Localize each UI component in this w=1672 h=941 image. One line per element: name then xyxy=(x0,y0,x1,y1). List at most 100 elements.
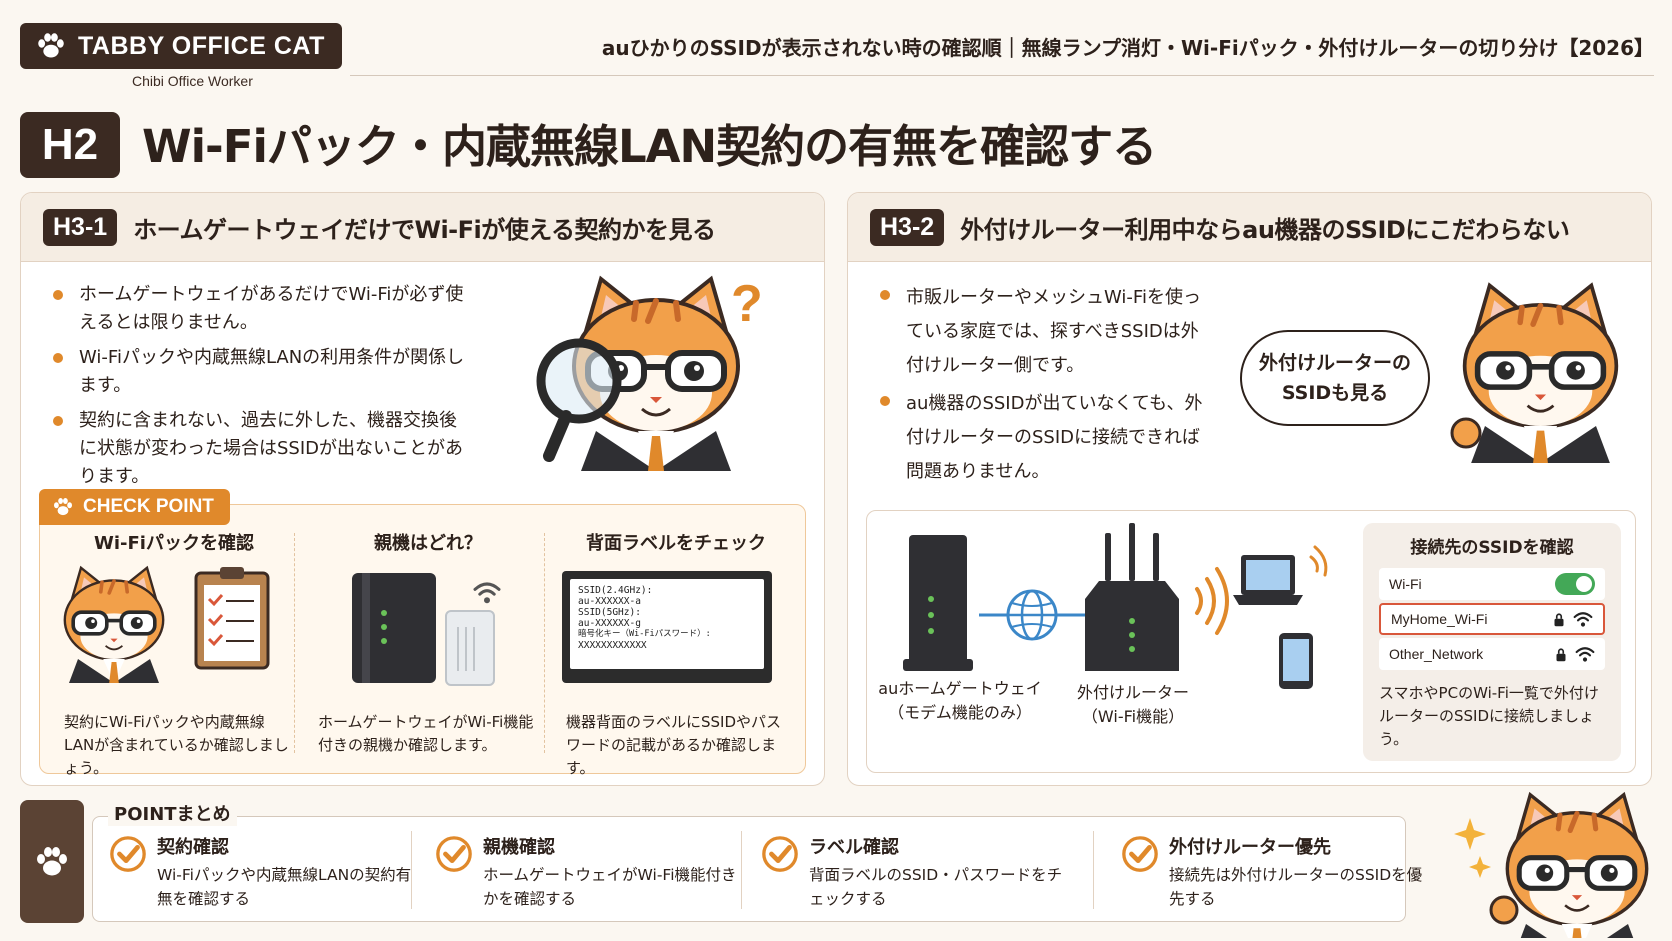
summary-item-text: 接続先は外付けルーターのSSIDを優先する xyxy=(1169,866,1423,908)
ssid-item[interactable]: Other_Network xyxy=(1379,638,1605,670)
check-circle-icon xyxy=(435,835,473,873)
cat-clipboard-illustration xyxy=(63,565,270,683)
question-icon: ? xyxy=(731,275,761,333)
h3-2-bullet-list: 市販ルーターやメッシュWi-Fiを使っている家庭では、探すべきSSIDは外付けル… xyxy=(878,281,1208,493)
h3-2-title: 外付けルーター利用中ならau機器のSSIDにこだわらない xyxy=(960,215,1570,244)
check-circle-icon xyxy=(1121,835,1159,873)
summary-item-text: 背面ラベルのSSID・パスワードをチェックする xyxy=(809,866,1063,908)
label-line: XXXXXXXXXXXX xyxy=(578,640,647,651)
check-point-tag: CHECK POINT xyxy=(39,489,230,525)
summary-paw-badge xyxy=(20,800,84,923)
gateway-caption-line: auホームゲートウェイ xyxy=(878,679,1042,698)
label-line: au-XXXXXX-a xyxy=(578,596,641,607)
divider xyxy=(544,533,545,753)
ssid-check-panel: 接続先のSSIDを確認 Wi-Fi MyHome_Wi-Fi Other_Net… xyxy=(1363,523,1621,761)
smartphone-icon xyxy=(1279,633,1313,689)
wifi-waves-icon xyxy=(1195,567,1229,635)
divider xyxy=(411,831,412,909)
summary-item-title: 親機確認 xyxy=(483,837,555,858)
check-col-text: ホームゲートウェイがWi-Fi機能付きの親機か確認します。 xyxy=(318,713,534,754)
ssid-name: MyHome_Wi-Fi xyxy=(1391,611,1488,627)
laptop-icon xyxy=(1233,555,1303,605)
h3-1-badge: H3-1 xyxy=(43,208,118,246)
wifi-toggle-switch[interactable] xyxy=(1555,573,1595,595)
wifi-signal-icon xyxy=(475,584,499,603)
bubble-line: 外付けルーターの xyxy=(1258,352,1411,374)
check-col-back-label: 背面ラベルをチェック SSID(2.4GHz): au-XXXXXX-a SSI… xyxy=(556,529,796,777)
summary-item-parent: 親機確認 ホームゲートウェイがWi-Fi機能付きかを確認する xyxy=(435,833,745,913)
list-item: 市販ルーターやメッシュWi-Fiを使っている家庭では、探すべきSSIDは外付けル… xyxy=(878,281,1208,383)
panel-h3-2: H3-2 外付けルーター利用中ならau機器のSSIDにこだわらない 市販ルーター… xyxy=(847,192,1652,786)
router-device xyxy=(1085,523,1179,671)
wifi-signal-icon xyxy=(1575,646,1595,663)
device-back-label: SSID(2.4GHz): au-XXXXXX-a SSID(5GHz): au… xyxy=(562,571,772,683)
check-col-text: 契約にWi-Fiパックや内蔵無線LANが含まれているか確認しましょう。 xyxy=(64,713,289,777)
summary-item-title: ラベル確認 xyxy=(809,837,899,858)
brand-subtitle: Chibi Office Worker xyxy=(132,73,253,89)
gateway-caption: auホームゲートウェイ （モデム機能のみ） xyxy=(875,677,1045,725)
divider xyxy=(1093,831,1094,909)
ssid-name: Other_Network xyxy=(1389,646,1484,662)
ssid-panel-title: 接続先のSSIDを確認 xyxy=(1410,538,1574,558)
bubble-line: SSIDも見る xyxy=(1281,382,1389,404)
check-col-wifi-pack: Wi-Fiパックを確認 契約にWi-Fiパックや内蔵無線LANが含まれているか確… xyxy=(54,529,294,777)
sparkle-icon xyxy=(1454,818,1491,878)
panel-h3-1: H3-1 ホームゲートウェイだけでWi-Fiが使える契約かを見る ホームゲートウ… xyxy=(20,192,825,786)
summary-item-router: 外付けルーター優先 接続先は外付けルーターのSSIDを優先する xyxy=(1121,833,1431,913)
h3-2-badge: H3-2 xyxy=(870,208,945,246)
panel-h3-2-header: H3-2 外付けルーター利用中ならau機器のSSIDにこだわらない xyxy=(848,193,1651,262)
label-line: SSID(5GHz): xyxy=(578,607,641,618)
wifi-toggle-label: Wi-Fi xyxy=(1389,576,1422,592)
summary-label: POINTまとめ xyxy=(108,800,237,826)
check-circle-icon xyxy=(761,835,799,873)
check-col-parent-device: 親機はどれ？ ホームゲートウェイがWi-Fi機能付きの親機か確認します。 xyxy=(308,529,548,759)
check-col-title: 背面ラベルをチェック xyxy=(586,533,766,554)
cat-thumbsup-illustration xyxy=(1450,273,1638,473)
summary-item-label: ラベル確認 背面ラベルのSSID・パスワードをチェックする xyxy=(761,833,1071,913)
paw-icon xyxy=(51,495,75,519)
wifi-toggle-row[interactable]: Wi-Fi xyxy=(1379,568,1605,600)
list-item: 契約に含まれない、過去に外した、機器交換後に状態が変わった場合はSSIDが出ない… xyxy=(51,407,471,491)
globe-icon xyxy=(1006,589,1058,641)
router-caption-line: （Wi-Fi機能） xyxy=(1081,707,1185,726)
list-item: ホームゲートウェイがあるだけでWi-Fiが必ず使えるとは限りません。 xyxy=(51,281,471,337)
header-divider xyxy=(350,75,1654,76)
check-point-label: CHECK POINT xyxy=(83,496,214,517)
check-point-box: Wi-Fiパックを確認 契約にWi-Fiパックや内蔵無線LANが含まれているか確… xyxy=(39,504,806,777)
label-line: SSID(2.4GHz): xyxy=(578,585,653,596)
ssid-item-selected[interactable]: MyHome_Wi-Fi xyxy=(1379,603,1605,635)
summary-item-contract: 契約確認 Wi-Fiパックや内蔵無線LANの契約有無を確認する xyxy=(109,833,419,913)
h3-1-title: ホームゲートウェイだけでWi-Fiが使える契約かを見る xyxy=(133,215,716,244)
page-title: auひかりのSSIDが表示されない時の確認順｜無線ランプ消灯・Wi-Fiパック・… xyxy=(601,36,1654,60)
ssid-note: スマホやPCのWi-Fi一覧で外付けルーターのSSIDに接続しましょう。 xyxy=(1379,684,1599,748)
summary-item-text: ホームゲートウェイがWi-Fi機能付きかを確認する xyxy=(483,866,737,908)
summary-item-title: 契約確認 xyxy=(157,837,229,858)
speech-bubble: 外付けルーターの SSIDも見る xyxy=(1240,330,1430,426)
summary-box: 契約確認 Wi-Fiパックや内蔵無線LANの契約有無を確認する 親機確認 ホーム… xyxy=(92,816,1422,922)
panel-h3-1-header: H3-1 ホームゲートウェイだけでWi-Fiが使える契約かを見る xyxy=(21,193,824,262)
gateway-device-illustration xyxy=(352,573,548,686)
brand-logo: TABBY OFFICE CAT xyxy=(20,23,342,69)
router-caption-line: 外付けルーター xyxy=(1076,683,1189,702)
divider xyxy=(294,533,295,753)
router-caption: 外付けルーター （Wi-Fi機能） xyxy=(1063,681,1203,729)
h3-1-bullet-list: ホームゲートウェイがあるだけでWi-Fiが必ず使えるとは限りません。 Wi-Fi… xyxy=(51,281,471,498)
cat-magnifier-illustration: ? xyxy=(536,275,761,486)
lock-icon xyxy=(1553,612,1565,627)
h2-badge: H2 xyxy=(20,112,120,178)
wifi-signal-icon xyxy=(1573,611,1593,628)
network-diagram: auホームゲートウェイ （モデム機能のみ） 外付けルーター （Wi-Fi機能） … xyxy=(866,510,1636,773)
label-line: 暗号化キー（Wi-Fiパスワード）: xyxy=(578,629,711,639)
check-col-title: 親機はどれ？ xyxy=(374,533,482,554)
list-item: Wi-Fiパックや内蔵無線LANの利用条件が関係します。 xyxy=(51,344,471,400)
cat-corner-illustration xyxy=(1454,778,1662,938)
label-line: au-XXXXXX-g xyxy=(578,618,641,629)
check-col-title: Wi-Fiパックを確認 xyxy=(94,533,254,554)
brand-name: TABBY OFFICE CAT xyxy=(78,31,325,60)
check-col-text: 機器背面のラベルにSSIDやパスワードの記載があるか確認します。 xyxy=(566,713,782,777)
paw-icon xyxy=(34,29,68,63)
list-item: au機器のSSIDが出ていなくても、外付けルーターのSSIDに接続できれば問題あ… xyxy=(878,387,1208,489)
network-diagram-art xyxy=(903,523,1328,689)
summary-item-text: Wi-Fiパックや内蔵無線LANの契約有無を確認する xyxy=(157,866,412,908)
lock-icon xyxy=(1555,647,1567,662)
